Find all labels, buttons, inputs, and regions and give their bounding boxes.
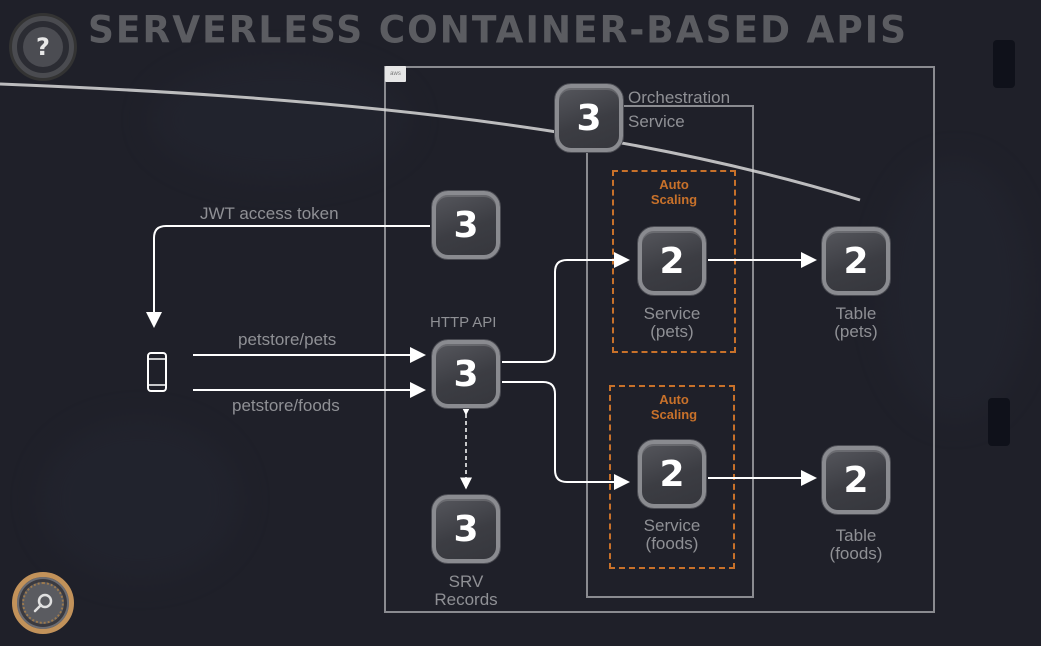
aws-cloud-frame	[384, 66, 935, 613]
auto-scaling-label-foods: Auto Scaling	[632, 392, 716, 422]
table-pets-line2: (pets)	[834, 322, 878, 341]
jwt-arrow	[146, 225, 430, 328]
auth-node[interactable]: 3	[432, 191, 500, 259]
orchestration-label-line1: Orchestration	[628, 88, 731, 107]
table-foods-node[interactable]: 2	[822, 446, 890, 514]
auto-scaling-line1: Auto	[659, 392, 689, 407]
table-pets-label: Table (pets)	[810, 305, 902, 341]
table-foods-line1: Table	[835, 526, 877, 545]
pets-route-label: petstore/pets	[238, 330, 337, 349]
auto-scaling-group-pets	[612, 170, 736, 353]
table-foods-line2: (foods)	[829, 544, 883, 563]
background-decoration	[880, 160, 1030, 420]
mobile-client-icon	[147, 352, 167, 392]
orchestration-label-line2: Service	[628, 112, 685, 131]
jwt-label: JWT access token	[200, 204, 339, 223]
http-api-label: HTTP API	[430, 314, 497, 331]
plug-decoration	[993, 40, 1015, 88]
srv-records-node[interactable]: 3	[432, 495, 500, 563]
auto-scaling-line2: Scaling	[650, 192, 698, 207]
service-pets-node[interactable]: 2	[638, 227, 706, 295]
service-pets-label: Service (pets)	[626, 305, 718, 341]
plug-decoration	[988, 398, 1010, 446]
api-to-foods-arrow	[502, 381, 630, 490]
swoosh-line	[0, 82, 861, 202]
background-decoration	[40, 420, 240, 580]
table-foods-label: Table (foods)	[810, 527, 902, 563]
auto-scaling-line2: Scaling	[650, 407, 698, 422]
service-pets-line2: (pets)	[650, 322, 694, 341]
service-foods-node[interactable]: 2	[638, 440, 706, 508]
table-pets-node[interactable]: 2	[822, 227, 890, 295]
orchestration-frame	[586, 105, 754, 598]
orchestration-service-node[interactable]: 3	[555, 84, 623, 152]
magnifier-icon	[22, 582, 64, 624]
service-foods-label: Service (foods)	[626, 517, 718, 553]
orchestration-label: Orchestration Service	[628, 86, 730, 134]
question-mark-icon: ?	[23, 27, 63, 67]
aws-logo-icon: aws	[385, 66, 406, 82]
auto-scaling-line1: Auto	[659, 177, 689, 192]
api-to-pets-arrow	[502, 252, 630, 363]
foods-route-label: petstore/foods	[232, 396, 340, 415]
service-foods-line2: (foods)	[645, 534, 699, 553]
zoom-button[interactable]	[12, 572, 74, 634]
background-decoration	[150, 60, 410, 180]
auto-scaling-label-pets: Auto Scaling	[632, 177, 716, 207]
srv-label-line2: Records	[434, 590, 498, 609]
service-foods-line1: Service	[643, 516, 701, 535]
help-button[interactable]: ?	[12, 16, 74, 78]
service-pets-line1: Service	[643, 304, 701, 323]
http-api-node[interactable]: 3	[432, 340, 500, 408]
srv-label-line1: SRV	[448, 572, 484, 591]
srv-records-label: SRV Records	[420, 573, 512, 609]
page-title: Serverless Container-Based APIs	[88, 8, 909, 53]
table-pets-line1: Table	[835, 304, 877, 323]
